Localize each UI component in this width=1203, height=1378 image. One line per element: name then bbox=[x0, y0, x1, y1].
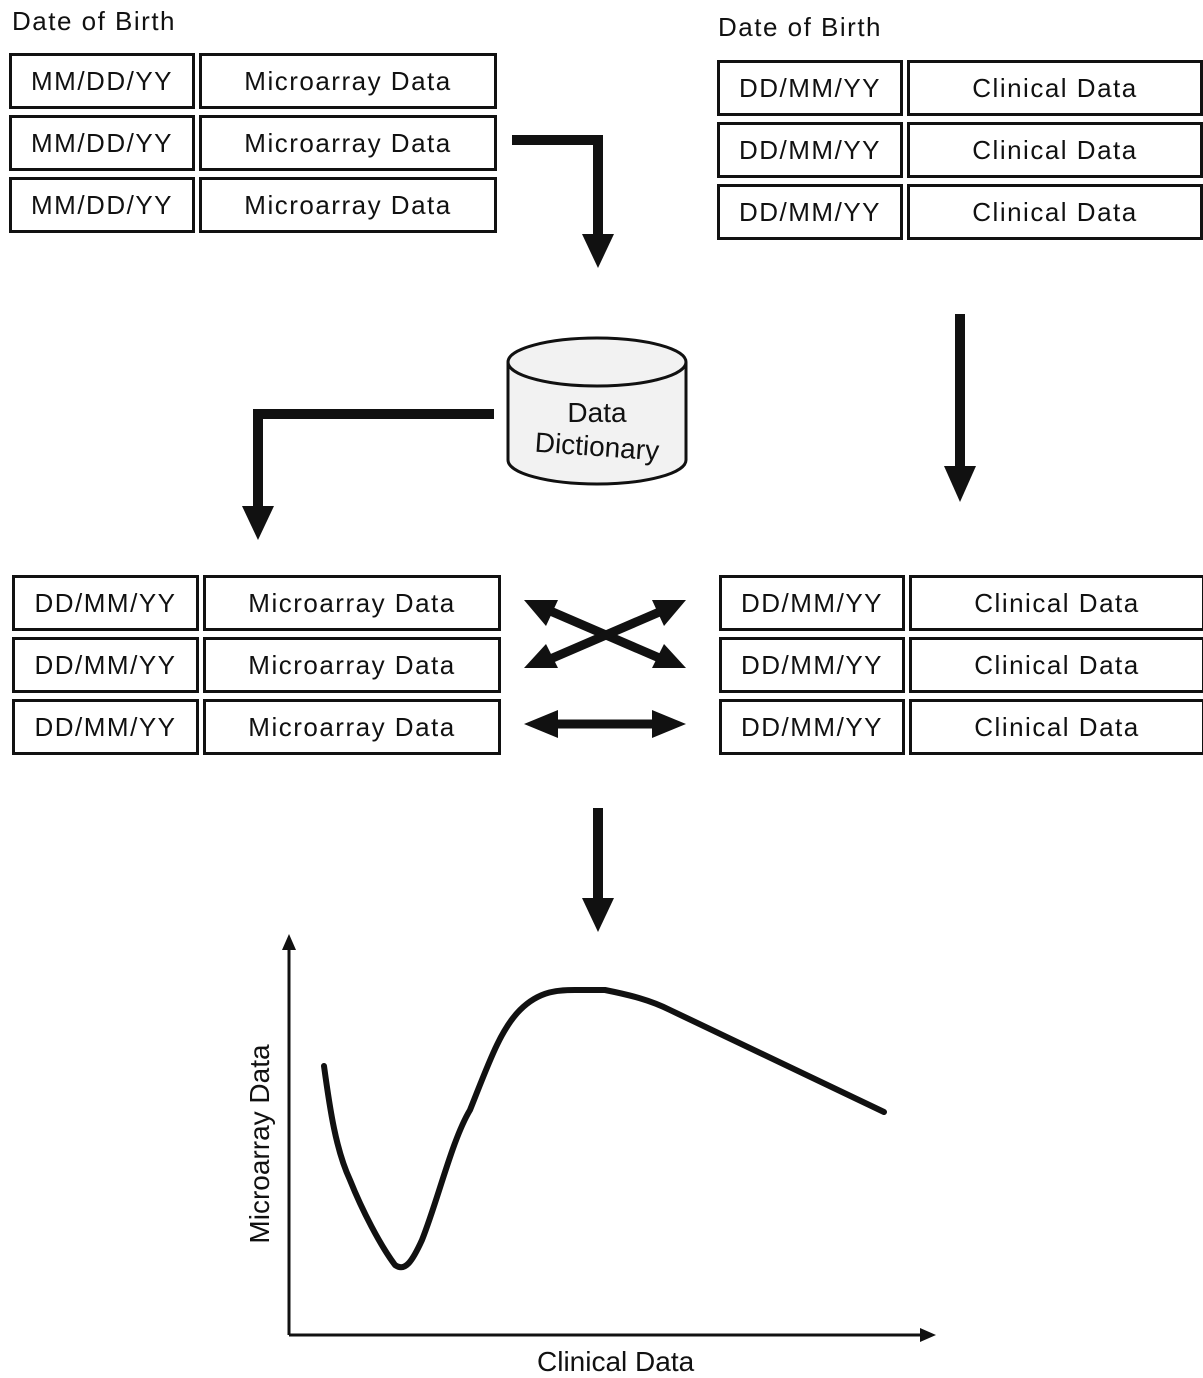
data-cell: Microarray Data bbox=[199, 177, 497, 233]
table-row: DD/MM/YY Clinical Data bbox=[717, 60, 1203, 116]
cross-arrows-icon bbox=[524, 600, 686, 668]
date-cell: DD/MM/YY bbox=[12, 637, 199, 693]
date-cell: MM/DD/YY bbox=[9, 177, 195, 233]
elbow-arrow-dictionary bbox=[242, 409, 494, 540]
data-cell: Clinical Data bbox=[907, 60, 1203, 116]
mid-right-table: DD/MM/YY Clinical Data DD/MM/YY Clinical… bbox=[719, 575, 1203, 761]
data-cell: Clinical Data bbox=[907, 184, 1203, 240]
dictionary-label-1: Data bbox=[567, 397, 627, 428]
mid-left-table: DD/MM/YY Microarray Data DD/MM/YY Microa… bbox=[12, 575, 501, 761]
table-row: DD/MM/YY Clinical Data bbox=[717, 122, 1203, 178]
data-cell: Microarray Data bbox=[203, 699, 501, 755]
data-dictionary-cylinder-icon bbox=[506, 336, 688, 486]
date-cell: DD/MM/YY bbox=[717, 184, 903, 240]
data-cell: Microarray Data bbox=[199, 115, 497, 171]
elbow-arrow-down bbox=[512, 135, 614, 268]
table-row: DD/MM/YY Clinical Data bbox=[719, 637, 1203, 693]
date-cell: MM/DD/YY bbox=[9, 115, 195, 171]
data-cell: Clinical Data bbox=[909, 699, 1203, 755]
table-row: DD/MM/YY Clinical Data bbox=[719, 699, 1203, 755]
date-cell: DD/MM/YY bbox=[717, 60, 903, 116]
table-row: MM/DD/YY Microarray Data bbox=[9, 177, 497, 233]
top-left-table: MM/DD/YY Microarray Data MM/DD/YY Microa… bbox=[9, 53, 497, 239]
x-axis-label: Clinical Data bbox=[537, 1346, 695, 1377]
data-cell: Microarray Data bbox=[203, 575, 501, 631]
date-cell: DD/MM/YY bbox=[12, 575, 199, 631]
table-row: DD/MM/YY Microarray Data bbox=[12, 637, 501, 693]
top-left-heading: Date of Birth bbox=[12, 6, 177, 36]
plot-axes bbox=[282, 934, 936, 1342]
table-row: MM/DD/YY Microarray Data bbox=[9, 115, 497, 171]
data-cell: Clinical Data bbox=[909, 575, 1203, 631]
down-arrow-right bbox=[944, 314, 976, 502]
date-cell: DD/MM/YY bbox=[717, 122, 903, 178]
date-cell: DD/MM/YY bbox=[12, 699, 199, 755]
top-right-table: DD/MM/YY Clinical Data DD/MM/YY Clinical… bbox=[717, 60, 1203, 246]
date-cell: DD/MM/YY bbox=[719, 637, 905, 693]
date-cell: DD/MM/YY bbox=[719, 699, 905, 755]
plot-curve bbox=[321, 987, 887, 1271]
data-cell: Clinical Data bbox=[907, 122, 1203, 178]
data-cell: Clinical Data bbox=[909, 637, 1203, 693]
y-axis-label: Microarray Data bbox=[244, 1044, 275, 1244]
table-row: DD/MM/YY Microarray Data bbox=[12, 699, 501, 755]
table-row: DD/MM/YY Clinical Data bbox=[719, 575, 1203, 631]
top-right-heading: Date of Birth bbox=[718, 12, 883, 42]
data-cell: Microarray Data bbox=[199, 53, 497, 109]
table-row: MM/DD/YY Microarray Data bbox=[9, 53, 497, 109]
date-cell: MM/DD/YY bbox=[9, 53, 195, 109]
table-row: DD/MM/YY Clinical Data bbox=[717, 184, 1203, 240]
down-arrow-plot bbox=[582, 808, 614, 932]
table-row: DD/MM/YY Microarray Data bbox=[12, 575, 501, 631]
date-cell: DD/MM/YY bbox=[719, 575, 905, 631]
data-cell: Microarray Data bbox=[203, 637, 501, 693]
double-arrow-icon bbox=[524, 710, 686, 738]
